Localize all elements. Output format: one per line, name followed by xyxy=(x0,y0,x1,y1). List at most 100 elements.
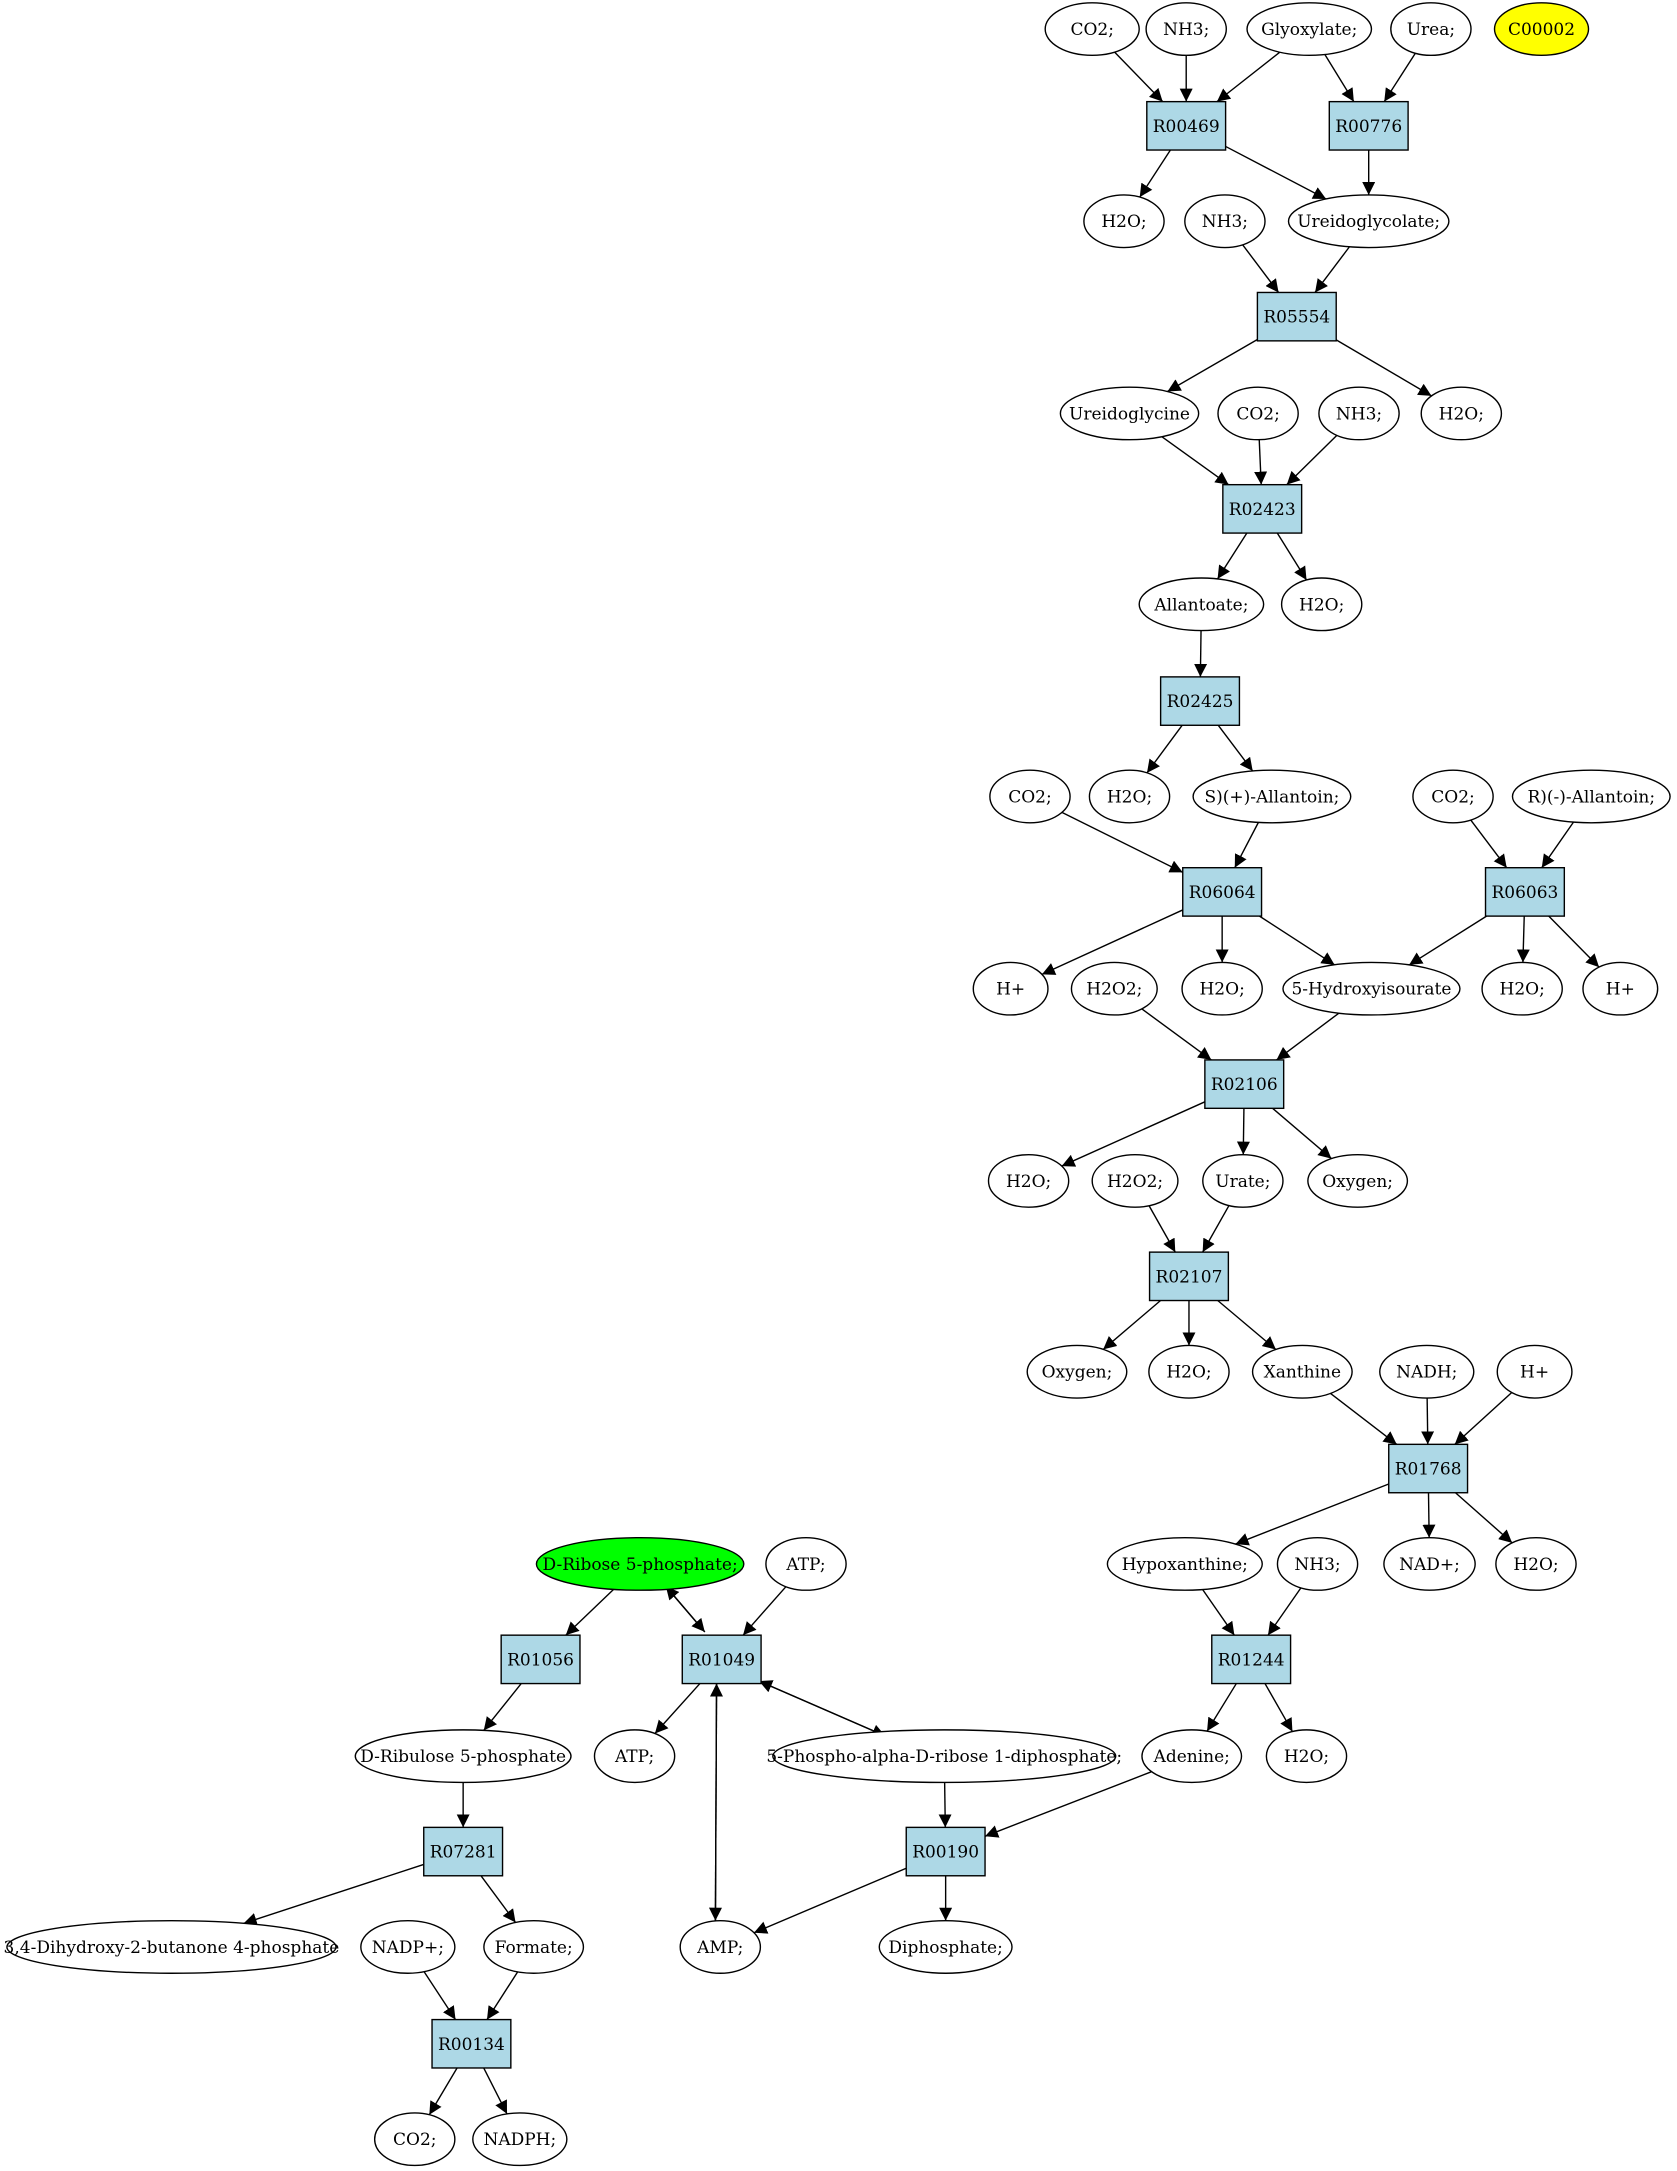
compound-node-h2o_i[interactable]: H2O; xyxy=(1495,1536,1577,1591)
compound-node-co2_e[interactable]: CO2; xyxy=(373,2112,456,2167)
compound-node-formate[interactable]: Formate; xyxy=(483,1920,585,1974)
edge-R07281-to-dihydroxybutanone xyxy=(243,1863,424,1926)
compound-node-h2o_b[interactable]: H2O; xyxy=(1420,386,1503,441)
node-label: H2O; xyxy=(1439,404,1484,424)
compound-node-h2o_c[interactable]: H2O; xyxy=(1280,577,1363,632)
compound-node-diphosphate[interactable]: Diphosphate; xyxy=(878,1920,1013,1974)
node-label: NH3; xyxy=(1294,1555,1340,1575)
compound-node-h2o_e[interactable]: H2O; xyxy=(1181,961,1263,1016)
reaction-box xyxy=(1204,1059,1285,1110)
reaction-node-R02106[interactable]: R02106 xyxy=(1204,1059,1285,1110)
compound-node-adenine[interactable]: Adenine; xyxy=(1141,1729,1243,1784)
compound-node-co2_c[interactable]: CO2; xyxy=(989,769,1071,824)
edge-nh3_b-to-R05554 xyxy=(1242,244,1280,293)
reaction-node-R02107[interactable]: R02107 xyxy=(1148,1251,1230,1302)
node-label: D-Ribose 5-phosphate; xyxy=(543,1555,738,1575)
node-label: 3,4-Dihydroxy-2-butanone 4-phosphate xyxy=(4,1938,340,1958)
compound-node-h2o2_b[interactable]: H2O2; xyxy=(1091,1153,1179,1208)
reaction-node-R00190[interactable]: R00190 xyxy=(905,1826,986,1877)
compound-node-hplus_b[interactable]: H+ xyxy=(1582,961,1659,1016)
compound-node-ribose5p[interactable]: D-Ribose 5-phosphate; xyxy=(535,1536,745,1591)
compound-node-xanthine[interactable]: Xanthine xyxy=(1251,1344,1353,1399)
node-label: H2O; xyxy=(1284,1747,1329,1767)
reaction-node-R01244[interactable]: R01244 xyxy=(1211,1634,1292,1685)
compound-ellipse xyxy=(535,1536,745,1591)
compound-node-nadh[interactable]: NADH; xyxy=(1379,1344,1475,1399)
compound-node-glyoxylate[interactable]: Glyoxylate; xyxy=(1246,2,1373,57)
compound-node-h2o2_a[interactable]: H2O2; xyxy=(1070,961,1158,1016)
compound-node-ureidoglycolate[interactable]: Ureidoglycolate; xyxy=(1287,194,1450,249)
compound-node-atp_a[interactable]: ATP; xyxy=(765,1536,847,1591)
compound-node-h2o_h[interactable]: H2O; xyxy=(1148,1344,1230,1399)
node-label: Diphosphate; xyxy=(888,1938,1002,1958)
compound-node-prpp[interactable]: 5-Phospho-alpha-D-ribose 1-diphosphate; xyxy=(766,1729,1122,1784)
compound-ellipse xyxy=(593,1729,676,1784)
compound-node-oxygen_a[interactable]: Oxygen; xyxy=(1307,1153,1409,1208)
reaction-node-R05554[interactable]: R05554 xyxy=(1256,291,1337,342)
node-label: Formate; xyxy=(495,1938,573,1958)
reaction-node-R06064[interactable]: R06064 xyxy=(1182,867,1263,917)
compound-node-ribulose5p[interactable]: D-Ribulose 5-phosphate xyxy=(354,1729,572,1784)
compound-node-ureidoglycine[interactable]: Ureidoglycine xyxy=(1059,386,1200,441)
compound-node-atp_b[interactable]: ATP; xyxy=(593,1729,676,1784)
edge-formate-to-R00134 xyxy=(486,1971,519,2020)
node-label: ATP; xyxy=(614,1747,654,1767)
compound-node-nadplus_a[interactable]: NAD+; xyxy=(1383,1536,1476,1591)
compound-node-oxygen_b[interactable]: Oxygen; xyxy=(1026,1344,1128,1399)
edge-R01768-to-nadplus_a xyxy=(1422,1492,1436,1538)
compound-node-h2o_a[interactable]: H2O; xyxy=(1083,194,1165,249)
reaction-node-R02425[interactable]: R02425 xyxy=(1159,676,1241,726)
compound-node-hydroxyisourate[interactable]: 5-Hydroxyisourate xyxy=(1282,961,1461,1016)
reaction-node-R01768[interactable]: R01768 xyxy=(1388,1443,1469,1494)
reaction-node-R01049[interactable]: R01049 xyxy=(681,1634,762,1685)
compound-node-s_allantoin[interactable]: S)(+)-Allantoin; xyxy=(1192,769,1352,824)
compound-node-urea[interactable]: Urea; xyxy=(1390,2,1472,57)
node-label: CO2; xyxy=(1236,404,1280,424)
node-label: Urate; xyxy=(1215,1172,1270,1192)
edge-hplus_c-to-R01768 xyxy=(1454,1391,1513,1445)
reaction-node-R00134[interactable]: R00134 xyxy=(431,2018,512,2069)
compound-node-nadpplus[interactable]: NADP+; xyxy=(360,1920,456,1974)
compound-node-nh3_a[interactable]: NH3; xyxy=(1145,2,1227,57)
compound-node-nh3_b[interactable]: NH3; xyxy=(1184,194,1266,249)
compound-node-allantoate[interactable]: Allantoate; xyxy=(1138,577,1265,632)
edge-glyoxylate-to-R00469 xyxy=(1216,51,1281,103)
compound-node-h2o_f[interactable]: H2O; xyxy=(1481,961,1563,1016)
reaction-node-R06063[interactable]: R06063 xyxy=(1484,867,1566,917)
compound-node-urate[interactable]: Urate; xyxy=(1202,1153,1284,1208)
reaction-node-R01056[interactable]: R01056 xyxy=(500,1634,581,1685)
compound-node-nh3_c[interactable]: NH3; xyxy=(1318,386,1400,441)
compound-ellipse xyxy=(1044,2,1140,57)
node-label: Ureidoglycine xyxy=(1069,404,1190,424)
compound-node-co2_b[interactable]: CO2; xyxy=(1217,386,1299,441)
compound-node-h2o_d[interactable]: H2O; xyxy=(1088,769,1171,824)
node-label: R)(-)-Allantoin; xyxy=(1527,787,1655,807)
compound-node-dihydroxybutanone[interactable]: 3,4-Dihydroxy-2-butanone 4-phosphate xyxy=(4,1920,340,1974)
compound-ellipse xyxy=(1202,1153,1284,1208)
compound-node-r_allantoin[interactable]: R)(-)-Allantoin; xyxy=(1511,769,1671,824)
reaction-node-R07281[interactable]: R07281 xyxy=(423,1826,504,1877)
edge-amp-to-R01049 xyxy=(709,1683,723,1921)
node-label: D-Ribulose 5-phosphate xyxy=(360,1747,566,1767)
compound-ellipse xyxy=(1307,1153,1409,1208)
compound-node-h2o_g[interactable]: H2O; xyxy=(987,1153,1070,1208)
compound-node-nadph[interactable]: NADPH; xyxy=(472,2112,568,2167)
node-label: R00134 xyxy=(438,2035,505,2055)
compound-node-c00002[interactable]: C00002 xyxy=(1493,2,1590,57)
compound-node-amp[interactable]: AMP; xyxy=(679,1920,762,1974)
reaction-node-R02423[interactable]: R02423 xyxy=(1222,483,1303,534)
edge-adenine-to-R00190 xyxy=(984,1771,1152,1838)
node-label: H2O; xyxy=(1199,980,1244,1000)
node-label: NADP+; xyxy=(372,1938,444,1958)
reaction-node-R00469[interactable]: R00469 xyxy=(1146,100,1227,151)
compound-node-co2_d[interactable]: CO2; xyxy=(1412,769,1494,824)
compound-node-h2o_j[interactable]: H2O; xyxy=(1265,1729,1348,1784)
compound-node-hypoxanthine[interactable]: Hypoxanthine; xyxy=(1106,1536,1263,1591)
compound-ellipse xyxy=(1511,769,1671,824)
compound-node-nh3_d[interactable]: NH3; xyxy=(1276,1536,1359,1591)
node-label: NAD+; xyxy=(1399,1555,1460,1575)
compound-node-hplus_a[interactable]: H+ xyxy=(972,961,1049,1016)
compound-node-hplus_c[interactable]: H+ xyxy=(1496,1344,1573,1399)
reaction-node-R00776[interactable]: R00776 xyxy=(1328,100,1409,151)
compound-node-co2_a[interactable]: CO2; xyxy=(1044,2,1140,57)
